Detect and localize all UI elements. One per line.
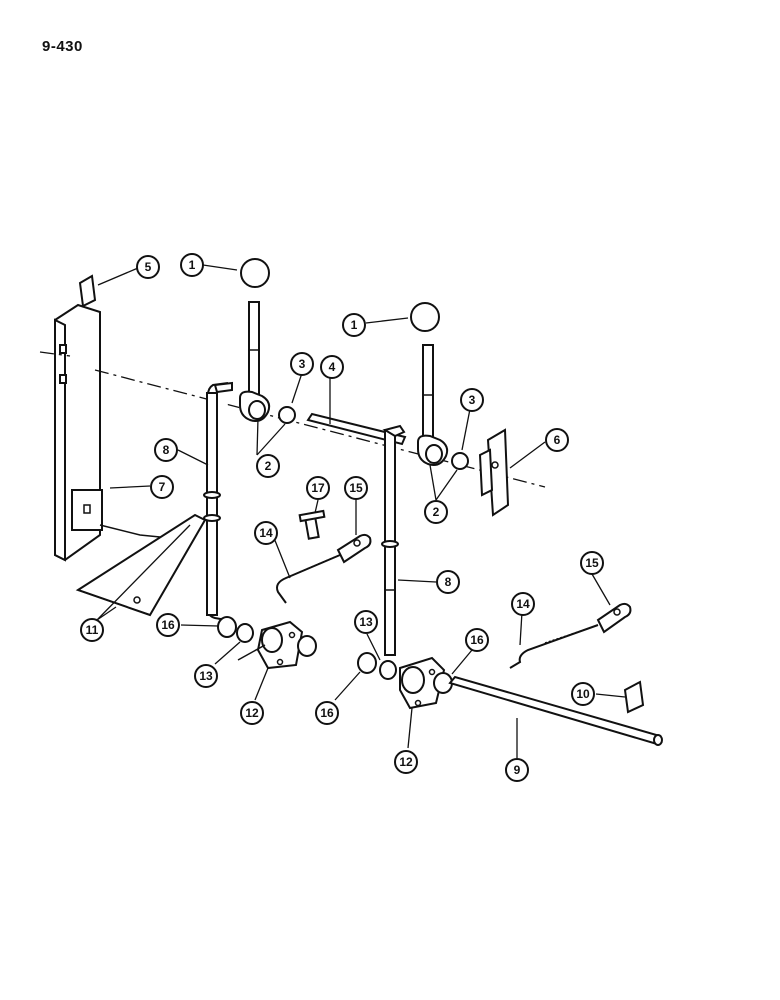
callout-label: 14 xyxy=(516,597,530,611)
callout-label: 16 xyxy=(470,633,484,647)
callout-label: 13 xyxy=(359,615,373,629)
right-pivot-assembly xyxy=(357,652,453,710)
callout-label: 12 xyxy=(245,706,259,720)
left-knob xyxy=(240,258,270,288)
leader-lines xyxy=(96,264,626,758)
bolt xyxy=(298,509,326,540)
callout-15-left: 15 xyxy=(344,476,368,500)
long-shaft xyxy=(448,675,663,746)
left-lever xyxy=(239,301,271,422)
callout-4: 4 xyxy=(320,355,344,379)
left-rod-clevis xyxy=(276,533,372,604)
small-clip xyxy=(623,680,645,714)
callout-2-left: 2 xyxy=(256,454,280,478)
callout-label: 3 xyxy=(469,393,476,407)
left-vertical-rod xyxy=(203,381,233,621)
callout-17: 17 xyxy=(306,476,330,500)
callout-8-left: 8 xyxy=(154,438,178,462)
callout-label: 14 xyxy=(259,526,273,540)
callout-10: 10 xyxy=(571,682,595,706)
callout-label: 15 xyxy=(349,481,363,495)
callout-14-left: 14 xyxy=(254,521,278,545)
callout-label: 4 xyxy=(329,360,336,374)
left-pivot-assembly xyxy=(217,616,317,670)
center-axis xyxy=(39,351,546,488)
callout-1-right: 1 xyxy=(342,313,366,337)
callout-label: 10 xyxy=(576,687,590,701)
callout-12-right: 12 xyxy=(394,750,418,774)
callout-15-right: 15 xyxy=(580,551,604,575)
callout-label: 3 xyxy=(299,357,306,371)
callout-label: 7 xyxy=(159,480,166,494)
callout-label: 9 xyxy=(514,763,521,777)
callout-3-left: 3 xyxy=(290,352,314,376)
callout-label: 11 xyxy=(86,623,99,637)
callout-1-left: 1 xyxy=(180,253,204,277)
small-bracket xyxy=(78,274,97,308)
callout-3-right: 3 xyxy=(460,388,484,412)
callout-label: 16 xyxy=(320,706,334,720)
callout-label: 12 xyxy=(399,755,413,769)
right-rod-clevis xyxy=(509,602,632,669)
callout-8-right: 8 xyxy=(436,570,460,594)
callout-16-middle: 16 xyxy=(315,701,339,725)
callout-label: 5 xyxy=(145,260,152,274)
right-vertical-rod xyxy=(381,424,406,656)
callout-label: 15 xyxy=(585,556,599,570)
callout-label: 16 xyxy=(161,618,175,632)
callout-14-right: 14 xyxy=(511,592,535,616)
callout-2-right: 2 xyxy=(424,500,448,524)
callout-16-left: 16 xyxy=(156,613,180,637)
mounting-clip xyxy=(478,428,510,517)
callout-9: 9 xyxy=(505,758,529,782)
callout-6: 6 xyxy=(545,428,569,452)
callout-16-right: 16 xyxy=(465,628,489,652)
callout-12-left: 12 xyxy=(240,701,264,725)
callout-11: 11 xyxy=(80,618,104,642)
left-bushing xyxy=(278,406,296,424)
callout-label: 8 xyxy=(445,575,452,589)
mounting-plate xyxy=(54,303,171,562)
cross-shaft xyxy=(306,412,407,446)
callout-13-left: 13 xyxy=(194,664,218,688)
callout-label: 17 xyxy=(311,481,325,495)
callout-label: 6 xyxy=(554,433,561,447)
right-lever xyxy=(417,344,449,466)
right-knob xyxy=(410,302,440,332)
callout-7: 7 xyxy=(150,475,174,499)
callout-label: 13 xyxy=(199,669,213,683)
right-bushing xyxy=(451,452,469,470)
callout-label: 1 xyxy=(351,318,358,332)
callout-13-right: 13 xyxy=(354,610,378,634)
callout-label: 2 xyxy=(265,459,272,473)
callout-label: 2 xyxy=(433,505,440,519)
callout-label: 1 xyxy=(189,258,196,272)
callout-label: 8 xyxy=(163,443,170,457)
callout-5: 5 xyxy=(136,255,160,279)
page-number: 9-430 xyxy=(42,38,83,55)
